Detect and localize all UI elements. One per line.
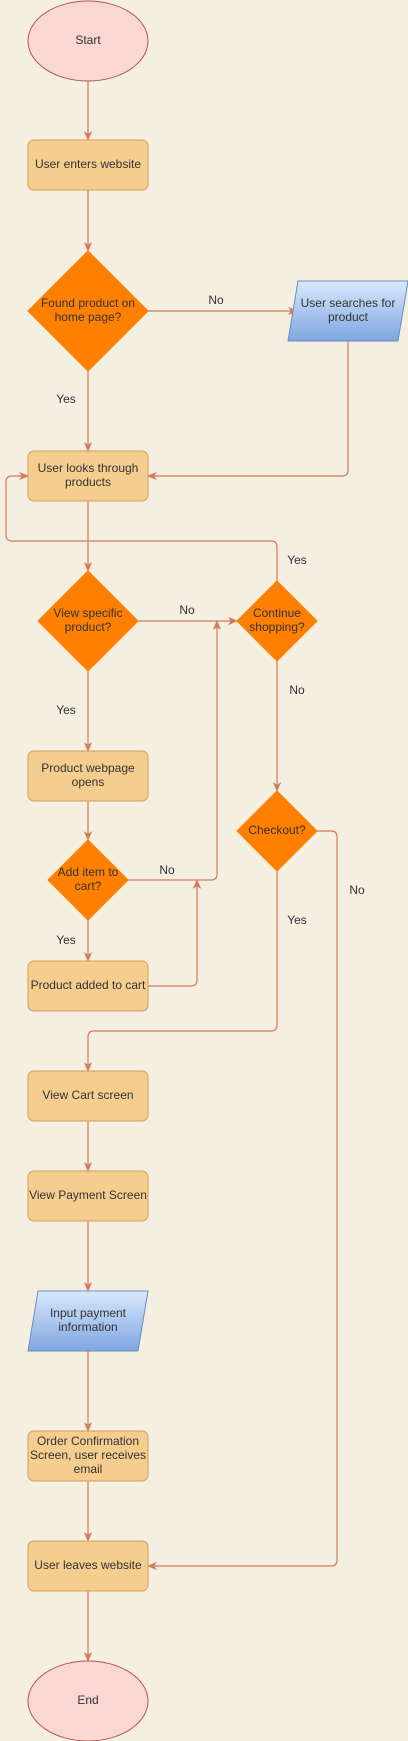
node-shape — [27, 450, 149, 502]
node-label: home page? — [55, 310, 122, 324]
node-label: User looks through — [38, 461, 139, 475]
node-label: Input payment — [50, 1306, 127, 1320]
node-label: shopping? — [249, 620, 305, 634]
node-checkout: Checkout? — [236, 790, 318, 872]
node-label: opens — [72, 775, 105, 789]
node-shape — [27, 960, 149, 1012]
node-label: User leaves website — [34, 1558, 142, 1572]
edge-label-found-to-looks: Yes — [56, 392, 76, 406]
node-shape — [27, 139, 149, 191]
node-label: email — [74, 1462, 103, 1476]
node-label: Found product on — [41, 296, 135, 310]
node-shape — [37, 570, 139, 672]
edge-label-view_specific-to-webpage: Yes — [56, 703, 76, 717]
edge-label-continue-to-looks: Yes — [287, 553, 307, 567]
edge-label-checkout-to-leaves: No — [349, 883, 365, 897]
node-label: cart? — [75, 879, 102, 893]
edge-label-continue-to-checkout: No — [289, 683, 305, 697]
node-label: product — [328, 310, 369, 324]
node-shape — [27, 1540, 149, 1592]
edge-label-add_item-to-continue: No — [159, 863, 175, 877]
node-label: products — [65, 475, 111, 489]
node-shape — [236, 790, 318, 872]
node-shape — [27, 1430, 149, 1482]
node-label: product? — [65, 620, 112, 634]
node-label: Order Confirmation — [37, 1434, 139, 1448]
edge-continue-to-looks — [5, 471, 278, 581]
node-shape — [27, 0, 149, 82]
edge-label-checkout-to-cart: Yes — [287, 913, 307, 927]
node-label: View Cart screen — [42, 1088, 133, 1102]
node-shape — [27, 1290, 149, 1352]
node-added: Product added to cart — [27, 960, 149, 1012]
node-leaves: User leaves website — [27, 1540, 149, 1592]
node-label: View Payment Screen — [29, 1188, 147, 1202]
node-label: Add item to — [58, 865, 119, 879]
node-label: information — [58, 1320, 117, 1334]
edge-checkout-to-leaves — [147, 830, 338, 1571]
edge-label-found-to-searches: No — [208, 293, 224, 307]
node-shape — [27, 1070, 149, 1122]
node-shape — [47, 839, 129, 921]
edge-searches-to-looks — [147, 341, 349, 481]
node-shape — [27, 750, 149, 802]
node-shape — [27, 1170, 149, 1222]
node-label: Product webpage — [41, 761, 135, 775]
node-payment: View Payment Screen — [27, 1170, 149, 1222]
node-label: Product added to cart — [31, 978, 146, 992]
node-start: Start — [27, 0, 149, 82]
node-shape — [27, 250, 149, 372]
edge-checkout-to-cart — [83, 871, 278, 1072]
node-label: View specific — [53, 606, 122, 620]
node-label: Start — [75, 33, 101, 47]
node-label: End — [77, 1693, 98, 1707]
node-shape — [236, 580, 318, 662]
node-label: User enters website — [35, 157, 141, 171]
node-label: User searches for — [301, 296, 396, 310]
edge-label-add_item-to-added: Yes — [56, 933, 76, 947]
edge-label-view_specific-to-continue: No — [179, 603, 195, 617]
edge-add_item-to-continue — [128, 620, 222, 881]
node-cart: View Cart screen — [27, 1070, 149, 1122]
node-enters: User enters website — [27, 139, 149, 191]
edge-added-to-continue — [148, 879, 202, 987]
node-shape — [287, 280, 408, 342]
node-label: Continue — [253, 606, 301, 620]
node-shape — [27, 1660, 149, 1741]
node-end: End — [27, 1660, 149, 1741]
node-label: Checkout? — [248, 823, 306, 837]
node-label: Screen, user receives — [30, 1448, 146, 1462]
